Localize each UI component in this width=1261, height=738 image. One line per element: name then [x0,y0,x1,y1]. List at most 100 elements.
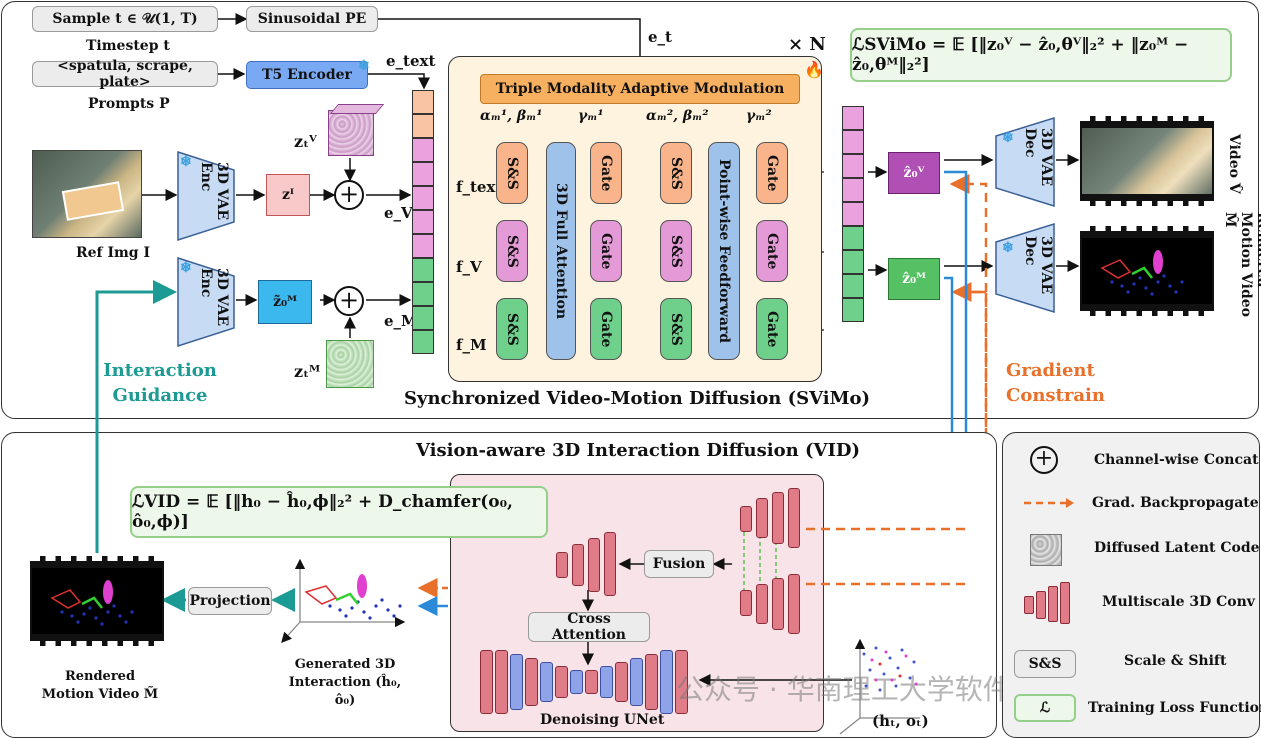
vid-title: Vision-aware 3D Interaction Diffusion (V… [416,440,861,461]
conv-bar [604,532,616,596]
input-label: (hₜ, oₜ) [872,712,929,730]
vae-decoder-motion-label: 3D VAE Dec [1022,236,1054,295]
z0-m-tilde-box: z̃₀ᴹ [258,280,312,324]
motion-token [412,258,434,282]
prompts-label: Prompts P [88,96,170,112]
fire-icon: 🔥 [804,60,824,79]
full-attention-block: 3D Full Attention [546,142,576,360]
motion-token [842,298,864,322]
unet-bar [495,650,508,714]
vae-encoder-video [177,150,235,242]
snowflake-icon: ❄ [180,154,192,170]
backprop-icon [1024,498,1074,508]
conv-bar [756,498,768,538]
motion-token [842,274,864,298]
rendered-motion-label: Rendered Motion Video M̃ [41,669,159,702]
conv-bar [772,492,784,544]
vae-decoder-video-label: 3D VAE Dec [1022,128,1054,187]
f-v-label: f_V [456,258,482,276]
f-m-label: f_M [456,336,487,354]
gate-block-motion-2: Gate [756,298,788,360]
ss-block-video-1: S&S [496,220,528,282]
video-token [412,186,434,210]
unet-bar [540,662,553,702]
unet-bar [510,654,523,710]
conv-bar [556,552,568,578]
gamma-1-label: γₘ¹ [578,108,604,124]
vae-decoder-motion [995,222,1055,314]
watermark-text: 公众号 · 华南理工大学软件学院 [676,673,1067,706]
sinusoidal-pe-box: Sinusoidal PE [246,6,378,32]
vae-encoder-motion [177,256,235,348]
ss-legend-box: S&S [1014,650,1076,678]
snowflake-icon: ❄ [1002,240,1014,256]
input-token-column [412,90,434,354]
denoising-unet-label: Denoising UNet [540,712,665,728]
video-token [842,130,864,154]
ss-block-motion-1: S&S [496,298,528,360]
ss-block-motion-2: S&S [660,298,692,360]
triple-modality-modulation: Triple Modality Adaptive Modulation [480,74,800,104]
unet-bar [480,650,493,714]
unet-bar [600,666,613,698]
e-text-label: e_text [386,52,436,70]
gate-block-video-1: Gate [590,220,622,282]
e-t-label: e_t [648,28,672,46]
times-n-label: × N [788,34,826,55]
concat-icon: + [1030,446,1058,474]
concat-icon: + [334,286,364,316]
conv-bar [788,574,800,634]
gate-block-video-2: Gate [756,220,788,282]
timestep-sample-box: Sample t ∈ 𝒰(1, T) [32,6,218,32]
legend-ss: Scale & Shift [1124,653,1227,669]
params-1-label: αₘ¹, βₘ¹ [480,108,543,124]
conv-bar [740,506,752,532]
unet-bar [645,654,658,710]
legend-conv: Multiscale 3D Conv [1102,594,1255,610]
unet-bar [555,666,568,698]
noisy-latent-cube-motion [326,340,374,388]
z0-v-hat-box: ẑ₀ⱽ [888,152,940,194]
conv-bar [772,578,784,630]
generated-interaction-cloud [304,574,402,620]
gate-block-text-2: Gate [756,142,788,204]
z0-m-hat-box: ẑ₀ᴹ [888,258,940,300]
unet-bar [660,650,673,714]
unet-bar [525,658,538,706]
input-point-cloud [862,646,918,692]
params-2-label: αₘ², βₘ² [646,108,709,124]
e-m-label: e_M [384,312,418,330]
motion-video-frame [1082,238,1212,304]
legend-concat: Channel-wise Concat [1094,452,1259,468]
unet-bar [675,650,688,714]
conv-legend-icon [1024,582,1084,624]
legend-latent: Diffused Latent Code [1094,540,1260,556]
video-token [412,138,434,162]
text-token [412,114,434,138]
ss-block-video-2: S&S [660,220,692,282]
output-video-frame [1082,128,1212,194]
video-token [842,202,864,226]
svimo-title: Synchronized Video-Motion Diffusion (SVi… [404,388,871,409]
gradient-constrain-label: Gradient Constrain [1006,360,1105,406]
vae-encoder-motion-label: 3D VAE Enc [198,268,230,327]
unet-bar [630,658,643,706]
video-token [412,210,434,234]
unet-bar [570,670,583,694]
t5-encoder-box: T5 Encoder [246,61,368,89]
motion-token [412,330,434,354]
motion-token [412,282,434,306]
unet-bar [585,670,598,694]
prompt-box: <spatula, scrape, plate> [32,58,218,90]
generated-label: Generated 3D Interaction (ĥ₀, ô₀) [288,657,402,708]
feedforward-block: Point-wise Feedforward [708,142,740,360]
video-label: Video V̂ [1226,134,1242,194]
ss-block-text-2: S&S [660,142,692,204]
gate-block-text-1: Gate [590,142,622,204]
video-token [412,234,434,258]
cross-attention-box: Cross Attention [528,611,650,643]
legend-panel [1002,432,1260,738]
gate-block-motion-1: Gate [590,298,622,360]
vid-loss: ℒVID = 𝔼 [‖h₀ − ĥ₀,ϕ‖₂² + D_chamfer(o₀, … [130,486,548,538]
f-text-label: f_text [456,178,503,196]
